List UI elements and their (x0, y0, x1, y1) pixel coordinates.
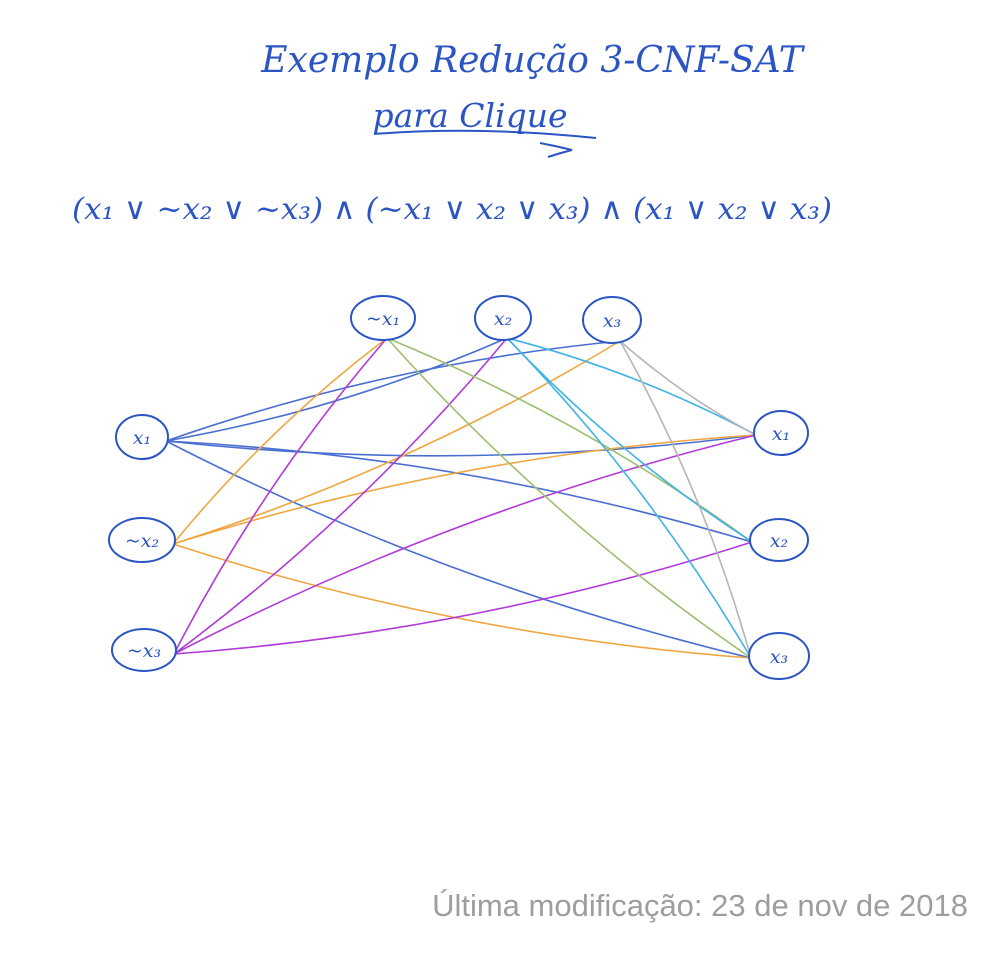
edge-c2_nx1-c3_x3 (386, 337, 752, 659)
node-label: x₁ (772, 423, 790, 445)
node-label: x₂ (770, 530, 788, 552)
node-circle (350, 295, 416, 341)
edge-c1_nx3-c2_nx1 (173, 337, 388, 655)
edge-c1_nx3-c3_x2 (173, 541, 753, 655)
edge-c1_nx2-c2_x3 (172, 340, 621, 545)
edge-c1_x1-c3_x3 (165, 440, 752, 659)
edge-c1_x1-c3_x2 (165, 440, 753, 543)
node-circle (748, 632, 810, 680)
edges-layer (165, 337, 757, 659)
edge-c2_x2-c3_x1 (506, 337, 757, 436)
node-c2_x3: x₃ (582, 296, 642, 344)
edge-c1_x1-c2_x3 (165, 340, 621, 442)
node-circle (474, 295, 532, 341)
title-line-2: para Clique (372, 96, 567, 135)
edge-c1_x1-c2_x2 (165, 337, 508, 442)
node-c1_nx3: ~x₃ (111, 628, 177, 672)
edge-c2_x3-c3_x1 (619, 340, 757, 436)
edge-c1_nx3-c3_x1 (173, 434, 757, 655)
node-c2_x2: x₂ (474, 295, 532, 341)
nodes-layer: x₁ ~x₂ ~x₃ ~x₁ x₂ x₃ x₁ x₂ x₃ (108, 295, 810, 680)
node-c2_nx1: ~x₁ (350, 295, 416, 341)
edge-c2_nx1-c3_x2 (386, 337, 753, 543)
node-label: x₁ (133, 427, 151, 449)
node-label: x₃ (603, 310, 621, 332)
node-label: ~x₁ (366, 308, 400, 330)
node-c3_x2: x₂ (749, 518, 809, 562)
cnf-formula: (x₁ ∨ ~x₂ ∨ ~x₃) ∧ (~x₁ ∨ x₂ ∨ x₃) ∧ (x₁… (72, 192, 832, 227)
last-modified-text: Última modificação: 23 de nov de 2018 (432, 888, 968, 923)
node-c3_x3: x₃ (748, 632, 810, 680)
node-c3_x1: x₁ (753, 410, 809, 456)
edge-c1_nx3-c2_x2 (173, 337, 508, 655)
node-circle (108, 517, 176, 563)
node-circle (111, 628, 177, 672)
edge-c2_x3-c3_x3 (619, 340, 752, 659)
node-circle (115, 414, 169, 460)
node-label: x₃ (770, 646, 788, 668)
edge-c2_x2-c3_x3 (506, 337, 752, 659)
node-c1_x1: x₁ (115, 414, 169, 460)
title-line-1: Exemplo Redução 3-CNF-SAT (260, 40, 805, 81)
node-circle (749, 518, 809, 562)
title-underline (373, 129, 597, 158)
node-label: ~x₂ (125, 530, 159, 552)
node-circle (753, 410, 809, 456)
node-circle (582, 296, 642, 344)
node-label: x₂ (494, 308, 512, 330)
node-c1_nx2: ~x₂ (108, 517, 176, 563)
node-label: ~x₃ (127, 640, 161, 662)
edge-c1_nx2-c2_nx1 (172, 337, 388, 545)
edge-c1_nx2-c3_x3 (172, 543, 752, 659)
edge-c1_nx2-c3_x1 (172, 434, 757, 545)
